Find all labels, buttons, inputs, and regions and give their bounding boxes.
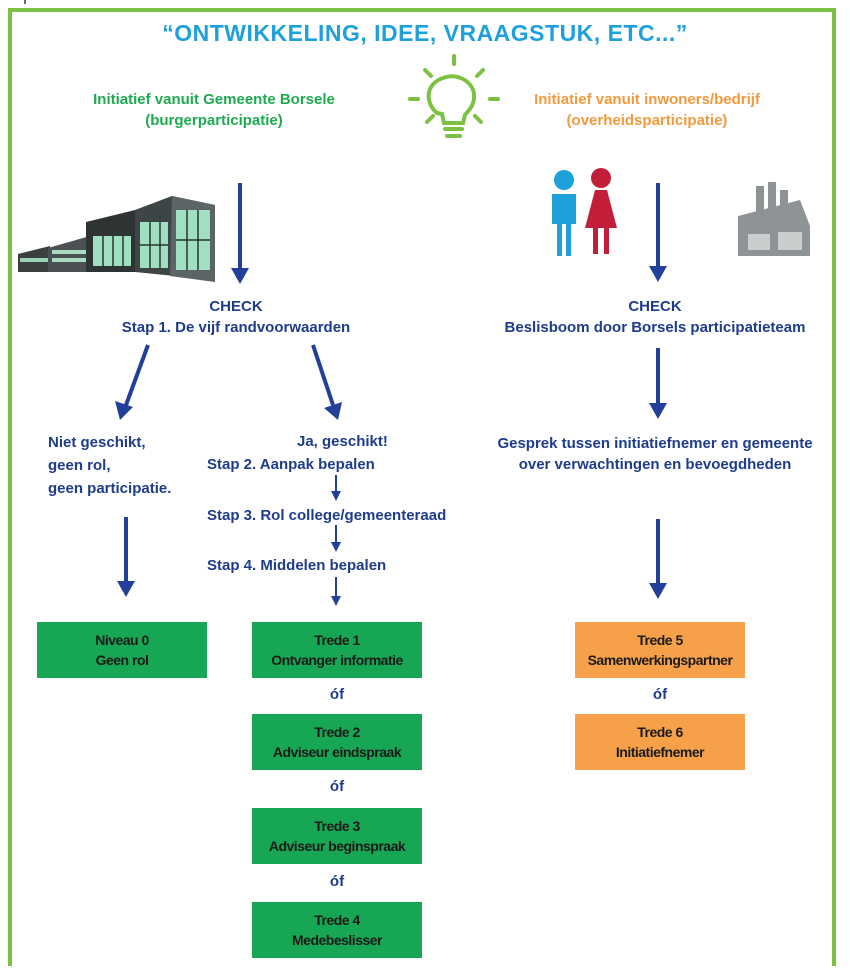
or-label: óf [652, 686, 668, 703]
diagram-frame [8, 8, 836, 966]
conversation-line2: over verwachtingen en bevoegdheden [518, 456, 792, 473]
right-header-line1: Initiatief vanuit inwoners/bedrijf [534, 91, 760, 108]
trede-4-title: Trede 4 [314, 912, 360, 928]
level-0-title: Niveau 0 [95, 632, 149, 648]
trede-3-box: Trede 3 Adviseur beginspraak [252, 808, 422, 864]
right-header: Initiatief vanuit inwoners/bedrijf (over… [522, 89, 772, 131]
step-3-text: Stap 3. Rol college/gemeenteraad [207, 507, 447, 524]
diagram-title: “ONTWIKKELING, IDEE, VRAAGSTUK, ETC...” [162, 20, 688, 46]
trede-3-label: Adviseur beginspraak [268, 838, 406, 854]
left-check-label: CHECK [209, 298, 263, 315]
conversation-line1: Gesprek tussen initiatiefnemer en gemeen… [497, 435, 813, 452]
factory-icon [738, 182, 810, 256]
not-suitable-text: Niet geschikt, geen rol, geen participat… [48, 431, 171, 500]
not-suitable-line2: geen rol, [48, 457, 111, 474]
suitable-text: Ja, geschikt! [297, 433, 388, 450]
municipal-building-icon [18, 196, 215, 282]
flow-arrows [115, 183, 667, 599]
step-4-text: Stap 4. Middelen bepalen [207, 557, 387, 574]
trede-2-box: Trede 2 Adviseur eindspraak [252, 714, 422, 770]
conversation-text: Gesprek tussen initiatiefnemer en gemeen… [470, 433, 840, 475]
level-0-label: Geen rol [95, 652, 149, 668]
right-check-step: Beslisboom door Borsels participatieteam [504, 319, 806, 336]
trede-4-label: Medebeslisser [292, 932, 383, 948]
left-header: Initiatief vanuit Gemeente Borsele (burg… [74, 89, 354, 131]
not-suitable-line1: Niet geschikt, [48, 434, 146, 451]
lightbulb-icon [408, 54, 500, 138]
trede-5-label: Samenwerkingspartner [587, 652, 733, 668]
level-0-box: Niveau 0 Geen rol [37, 622, 207, 678]
trede-5-box: Trede 5 Samenwerkingspartner [575, 622, 745, 678]
not-suitable-line3: geen participatie. [48, 480, 172, 497]
or-label: óf [329, 873, 345, 890]
trede-3-title: Trede 3 [314, 818, 360, 834]
left-header-line2: (burgerparticipatie) [145, 112, 283, 129]
left-check: CHECK Stap 1. De vijf randvoorwaarden [96, 296, 376, 338]
trede-5-title: Trede 5 [637, 632, 683, 648]
or-label: óf [329, 778, 345, 795]
left-header-line1: Initiatief vanuit Gemeente Borsele [93, 91, 335, 108]
or-label: óf [329, 686, 345, 703]
trede-4-box: Trede 4 Medebeslisser [252, 902, 422, 958]
right-check: CHECK Beslisboom door Borsels participat… [465, 296, 845, 338]
trede-6-title: Trede 6 [637, 724, 683, 740]
trede-1-title: Trede 1 [314, 632, 360, 648]
trede-6-label: Initiatiefnemer [615, 744, 705, 760]
right-check-label: CHECK [628, 298, 682, 315]
page-corner-text: emplan [0, 0, 57, 5]
step-arrows [331, 475, 341, 606]
citizens-icon [552, 168, 617, 256]
trede-1-label: Ontvanger informatie [271, 652, 403, 668]
step-2-text: Stap 2. Aanpak bepalen [207, 456, 375, 473]
trede-2-title: Trede 2 [314, 724, 360, 740]
right-header-line2: (overheidsparticipatie) [566, 112, 728, 129]
trede-1-box: Trede 1 Ontvanger informatie [252, 622, 422, 678]
trede-6-box: Trede 6 Initiatiefnemer [575, 714, 745, 770]
left-check-step: Stap 1. De vijf randvoorwaarden [121, 319, 351, 336]
trede-2-label: Adviseur eindspraak [272, 744, 402, 760]
